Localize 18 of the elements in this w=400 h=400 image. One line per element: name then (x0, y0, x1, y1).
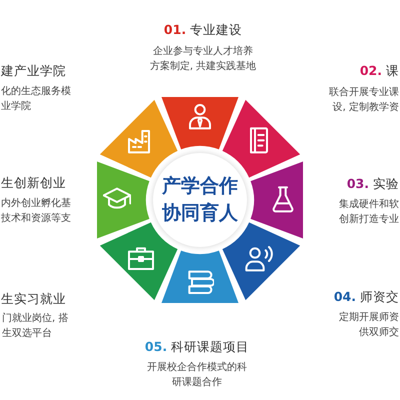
section-heading: 生实习就业 (1, 291, 66, 306)
section-description: 联合开展专业课设, 定制教学资 (328, 86, 399, 115)
section-heading: 05. 科研课题项目 (144, 339, 250, 354)
section-heading: 04. 师资交 (334, 289, 399, 304)
section-heading: 02. 课 (360, 63, 399, 78)
section-description: 内外创业孵化基技术和资源等支 (1, 196, 72, 226)
section-description: 门就业岗位, 搭生双选平台 (2, 312, 70, 341)
section-description: 集成硬件和软创新打造专业 (338, 198, 399, 227)
hub-title: 产学合作协同育人 (161, 174, 239, 226)
section-description: 定期开展师资供双师交 (338, 310, 399, 340)
section-description: 开展校企合作模式的科研课题合作 (146, 360, 248, 390)
hub-circle (153, 153, 247, 247)
section-description: 化的生态服务模业学院 (1, 84, 72, 114)
section-heading: 建产业学院 (1, 63, 66, 78)
section-heading: 生创新创业 (1, 175, 66, 190)
section-heading: 03. 实验 (346, 176, 399, 191)
section-heading: 01. 专业建设 (164, 22, 242, 37)
section-description: 企业参与专业人才培养方案制定, 共建实践基地 (149, 44, 257, 74)
